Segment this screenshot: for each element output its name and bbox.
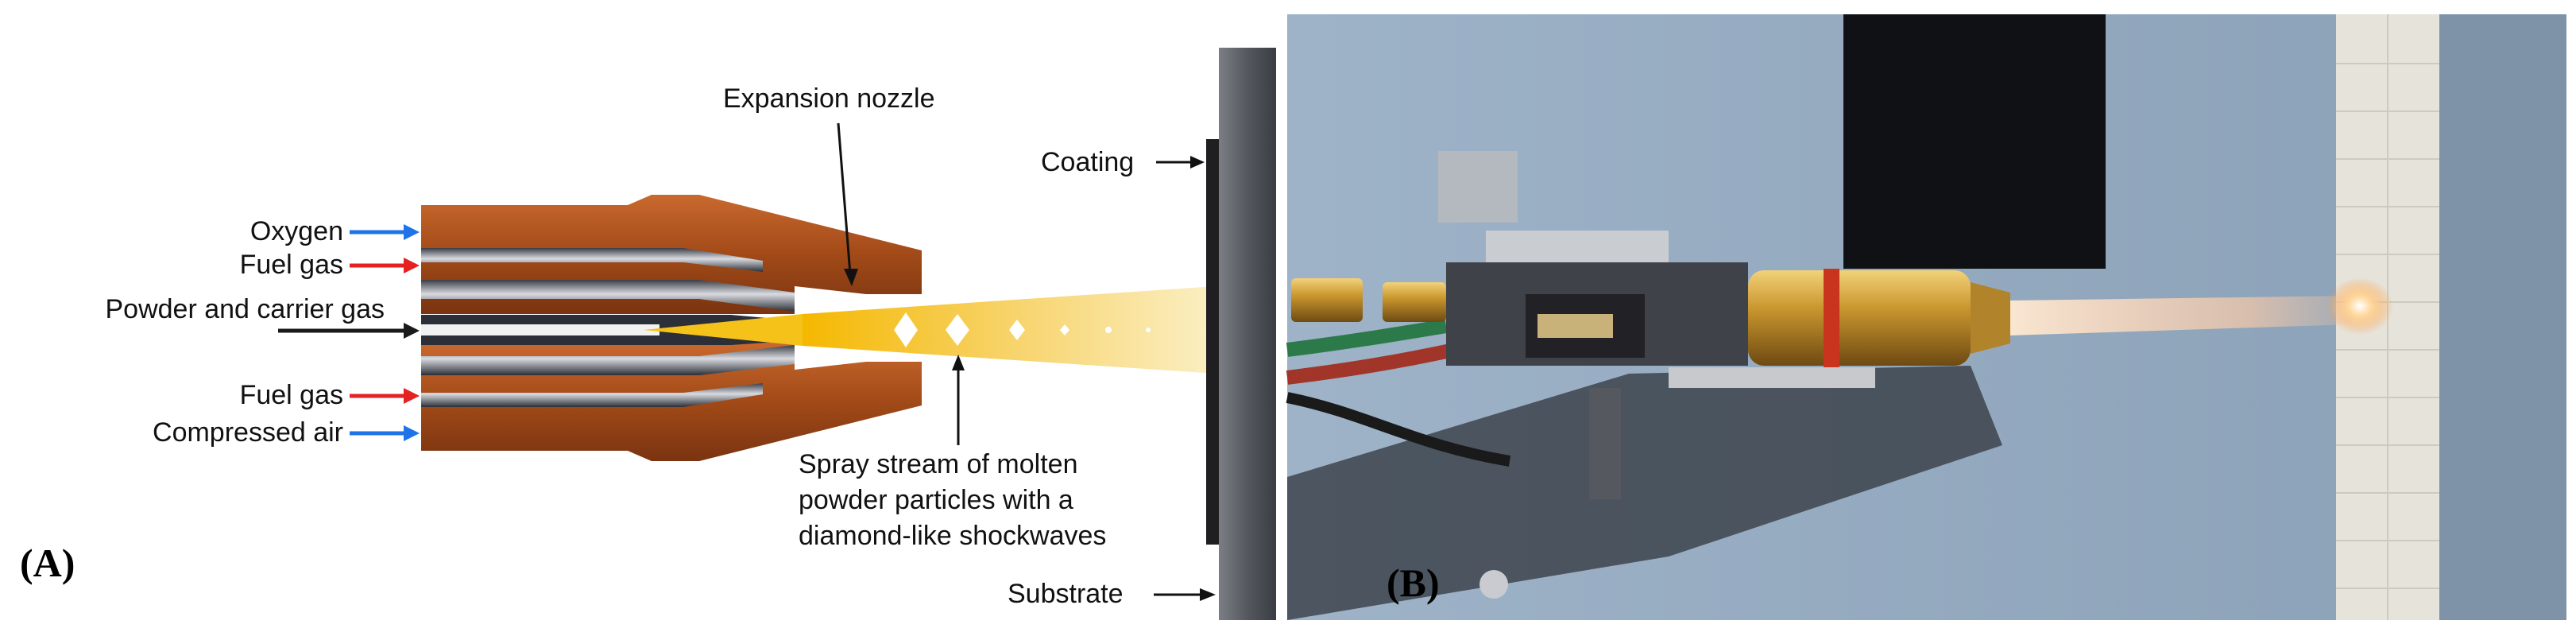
photo-gun-top-block — [1438, 151, 1518, 223]
shock-diamond-1 — [894, 312, 918, 347]
label-powder-carrier: Powder and carrier gas — [105, 294, 385, 324]
air-channel — [421, 383, 763, 407]
spray-pointer-head — [952, 355, 965, 370]
oxygen-channel — [421, 248, 763, 272]
shock-diamond-3 — [1009, 320, 1025, 340]
photo-stand — [1589, 388, 1621, 499]
fuel-top-arrowhead — [404, 258, 420, 273]
shock-dot-1 — [1105, 327, 1112, 333]
hvof-spray-gun-photo — [1286, 14, 2566, 620]
label-fuel-gas-top: Fuel gas — [240, 250, 343, 280]
center-rod — [421, 324, 659, 335]
photo-brass-barrel — [1748, 270, 1971, 366]
nozzle-body — [421, 195, 922, 461]
label-coating: Coating — [1041, 147, 1134, 177]
photo-fitting-1 — [1291, 278, 1363, 322]
coating-layer — [1206, 139, 1219, 545]
photo-hose-black — [1286, 392, 1511, 467]
label-oxygen: Oxygen — [250, 216, 343, 246]
expansion-nozzle-pointer — [837, 122, 852, 275]
fuel-bottom-arrowhead — [404, 388, 420, 404]
oxygen-arrowhead — [404, 224, 420, 240]
photo-fitting-2 — [1383, 282, 1446, 322]
panel-b-label: (B) — [1387, 560, 1440, 605]
substrate-plate — [1219, 48, 1276, 620]
powder-arrowhead — [404, 323, 420, 339]
label-spray-line-1: Spray stream of molten — [799, 449, 1077, 479]
fuel-channel-top — [421, 280, 795, 312]
flame-core — [644, 314, 803, 346]
photo-gun-shadow — [1287, 366, 2002, 620]
shock-diamond-2 — [946, 314, 969, 346]
photo-nozzle-tip — [1971, 282, 2010, 354]
label-spray-line-2: powder particles with a — [799, 485, 1073, 515]
spray-stream — [803, 286, 1216, 374]
coating-pointer-head — [1190, 156, 1205, 169]
photo-gun-top-plate — [1486, 231, 1669, 262]
label-substrate: Substrate — [1008, 579, 1124, 609]
photo-spray-plume — [2010, 296, 2352, 335]
photo-spray-glow — [2327, 277, 2393, 335]
panel-a: Oxygen Fuel gas Powder and carrier gas F… — [20, 48, 1276, 620]
label-compressed-air: Compressed air — [153, 417, 343, 448]
photo-hose-green — [1286, 319, 1448, 357]
fuel-channel-bottom — [421, 345, 795, 375]
shock-diamond-4 — [1060, 324, 1069, 335]
photo-knob — [1479, 570, 1508, 599]
label-expansion-nozzle: Expansion nozzle — [723, 83, 935, 114]
shock-dot-2 — [1146, 328, 1151, 332]
photo-red-ring — [1824, 269, 1839, 367]
photo-gun-label-inner — [1537, 314, 1613, 338]
photo-dark-window — [1843, 14, 2106, 269]
expansion-nozzle-pointer-head — [844, 269, 858, 286]
photo-hose-red — [1286, 343, 1456, 385]
substrate-pointer-head — [1200, 588, 1216, 601]
photo-right-wall — [2439, 14, 2566, 620]
air-arrowhead — [404, 425, 420, 441]
label-fuel-gas-bottom: Fuel gas — [240, 380, 343, 410]
label-spray-line-3: diamond-like shockwaves — [799, 521, 1106, 551]
photo-bracket — [1669, 367, 1875, 388]
panel-a-label: (A) — [20, 541, 75, 585]
panel-b: (B) — [1286, 14, 2566, 620]
